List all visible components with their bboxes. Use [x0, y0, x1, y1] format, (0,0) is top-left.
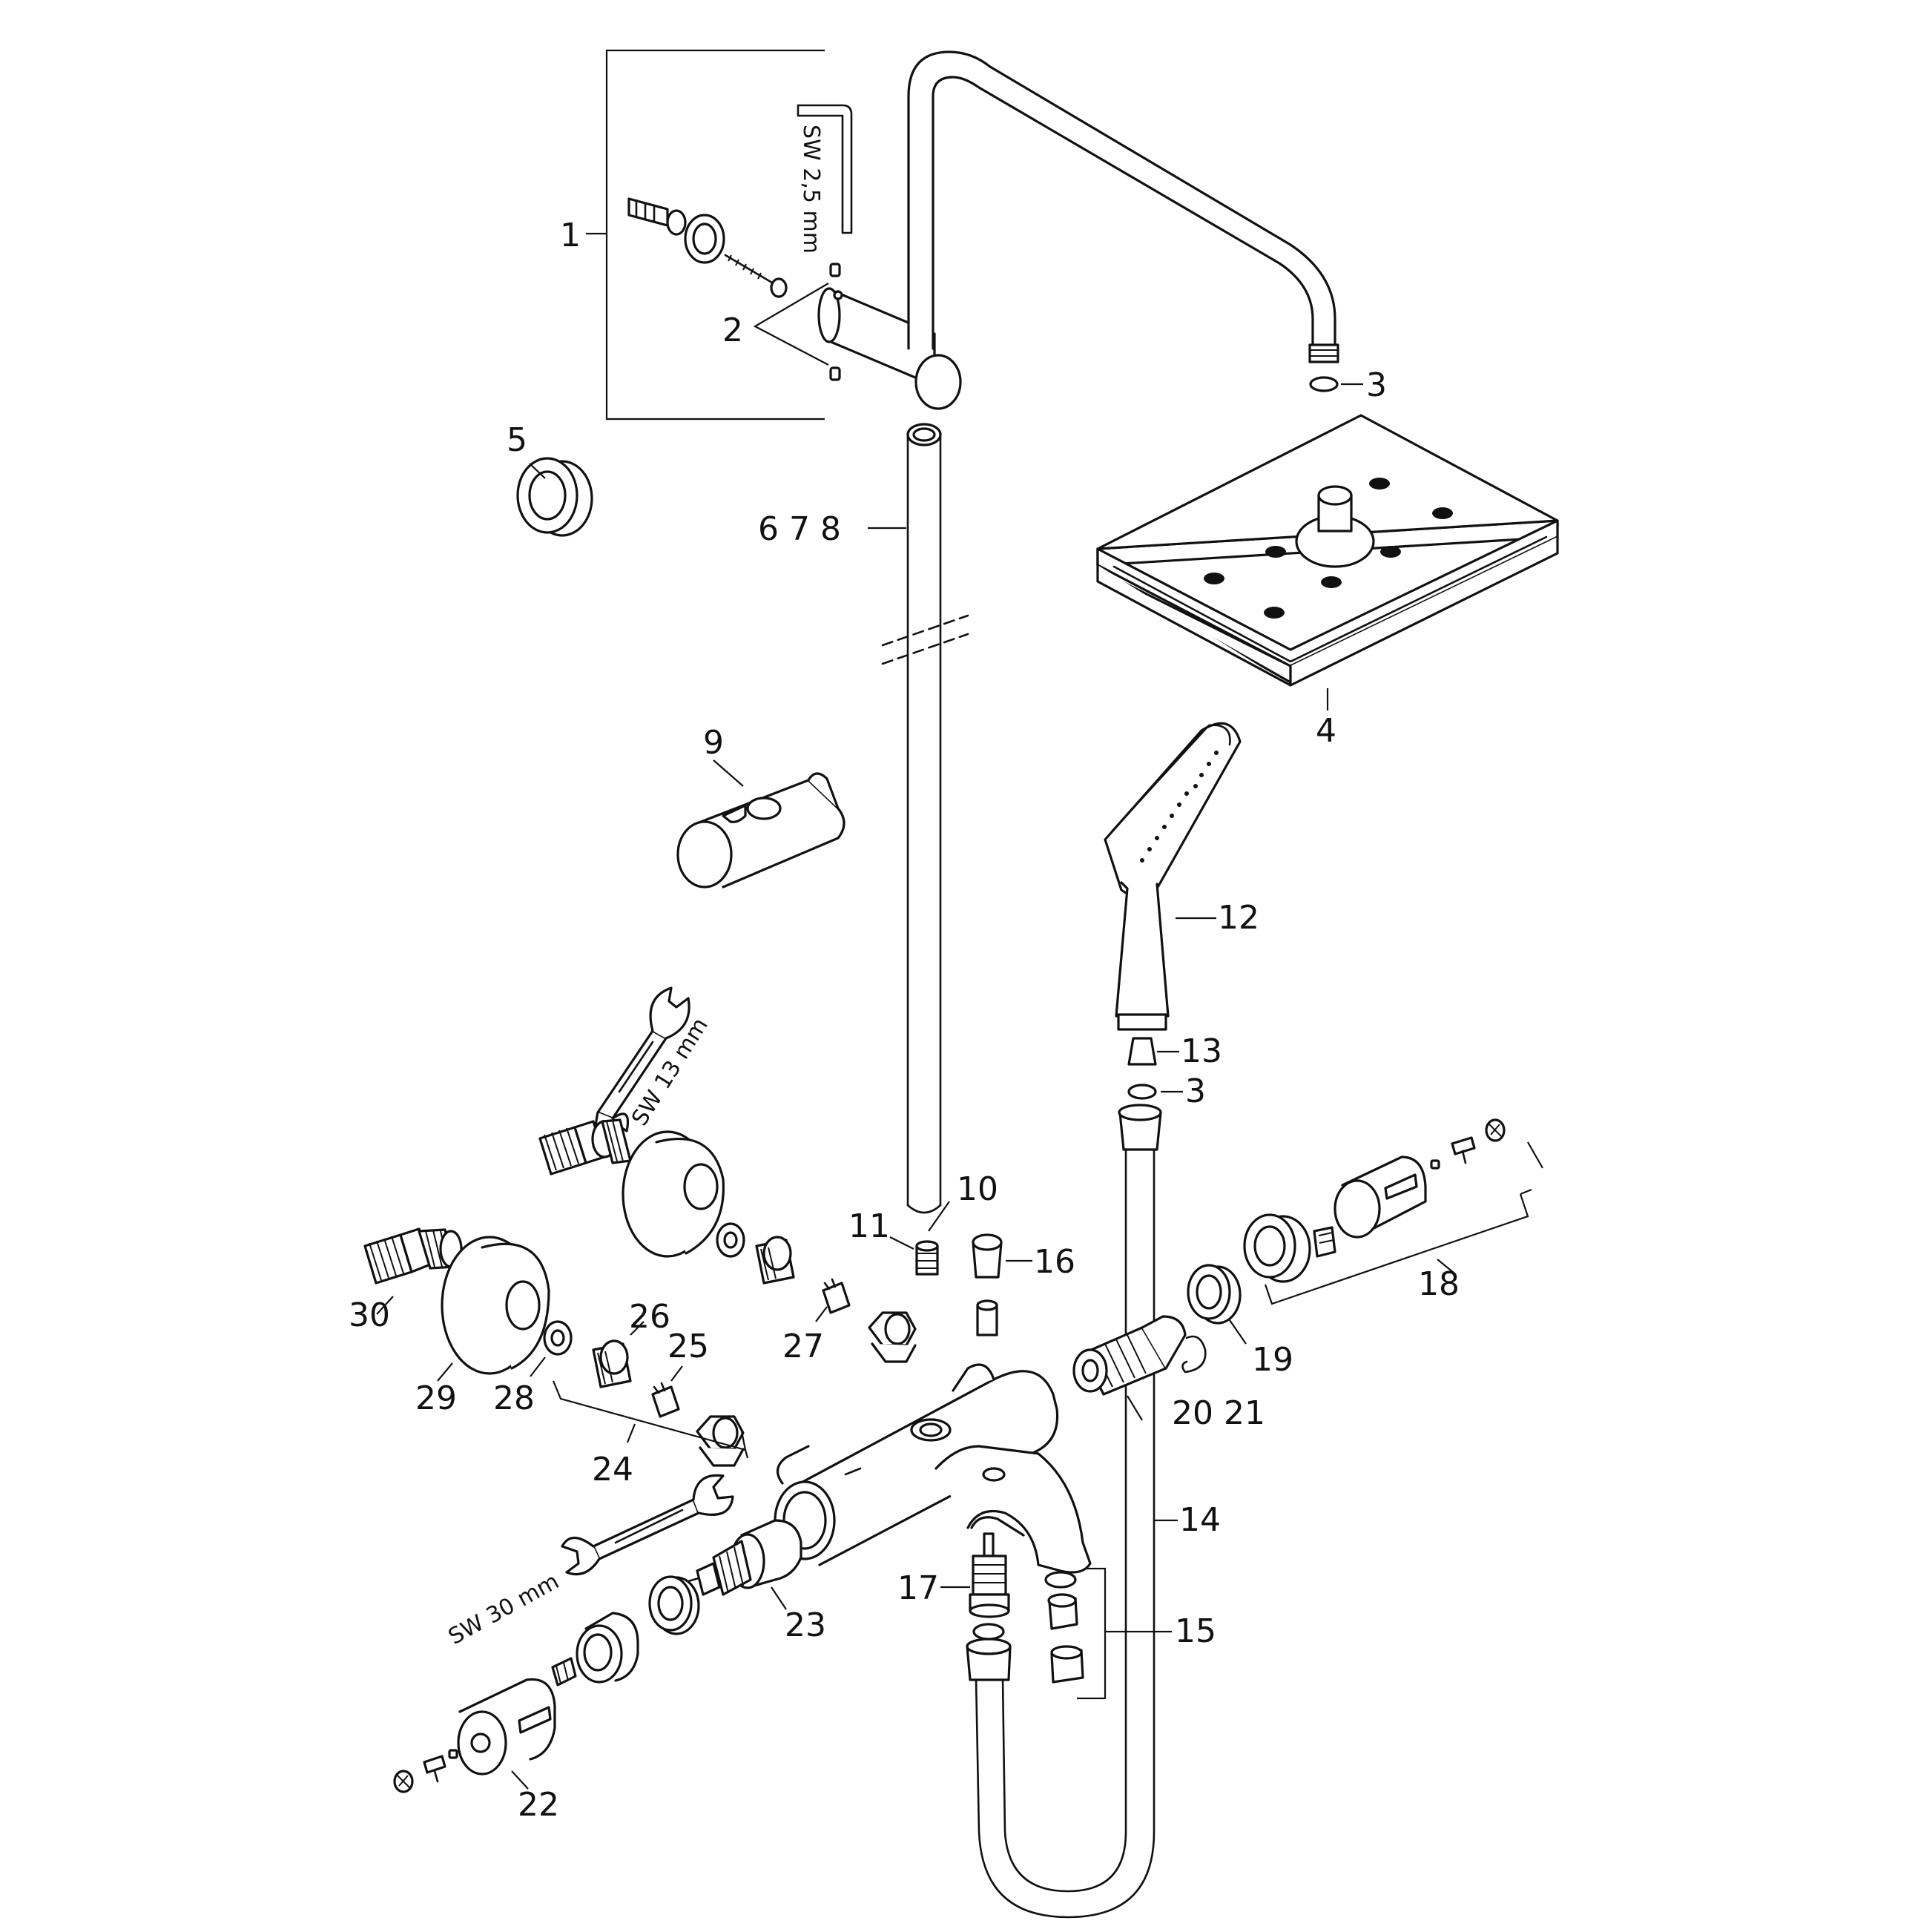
bracket-item-1 [586, 49, 825, 421]
label-22: 22 [518, 1786, 559, 1824]
overhead-shower-arm [817, 50, 1339, 410]
thermostat-body [774, 1363, 1092, 1574]
label-27: 27 [782, 1328, 824, 1365]
spray-nozzles-icon [1140, 751, 1219, 863]
washer-28 [530, 1320, 573, 1377]
hose-nut-icon [966, 1638, 1012, 1681]
label-17: 17 [897, 1569, 939, 1607]
retaining-ring-left [648, 1575, 700, 1635]
label-19: 19 [1252, 1341, 1293, 1379]
fitting-26 [592, 1321, 645, 1388]
wall-anchor-icon [627, 197, 725, 264]
thermostat-cartridge-20 [1072, 1315, 1207, 1421]
label-25: 25 [667, 1328, 709, 1365]
bracket-item-24 [552, 1380, 749, 1459]
label-3-middle: 3 [1185, 1072, 1206, 1110]
washer-upper [716, 1222, 745, 1258]
wall-rosette-5 [516, 457, 593, 537]
label-18: 18 [1418, 1265, 1460, 1303]
handle-22 [393, 1612, 639, 1793]
label-23: 23 [785, 1606, 826, 1644]
o-ring-3-middle [1127, 1084, 1183, 1100]
wrench-30-label: SW 30 mm [444, 1569, 564, 1650]
overhead-shower-plate [1096, 414, 1559, 711]
label-28: 28 [493, 1379, 535, 1417]
diverter-cartridge-17 [940, 1532, 1010, 1641]
label-26: 26 [629, 1298, 670, 1336]
label-12: 12 [1218, 899, 1259, 937]
label-10: 10 [957, 1170, 998, 1208]
retaining-ring-19 [1187, 1264, 1247, 1345]
hex-key-label: SW 2,5 mm [798, 125, 824, 254]
check-valve-25 [651, 1365, 683, 1418]
label-1: 1 [560, 217, 581, 254]
shower-hose-14 [975, 1104, 1178, 1919]
cap-16 [972, 1233, 1032, 1336]
label-14: 14 [1179, 1501, 1221, 1539]
rosette-upper [622, 1130, 725, 1258]
label-11: 11 [848, 1207, 890, 1245]
label-3-top: 3 [1366, 366, 1387, 404]
o-ring-3-top [1309, 376, 1363, 392]
part-labels: 1 2 3 4 5 6 7 8 9 10 11 12 13 3 14 15 16… [349, 217, 1460, 1824]
rosette-29 [437, 1236, 550, 1382]
fitting-10-11 [889, 1201, 950, 1276]
grub-screw-icon [753, 263, 841, 381]
thermostat-cartridge-23 [666, 1519, 802, 1610]
hose-nipple-13 [1127, 1037, 1179, 1066]
label-6-7-8: 6 7 8 [758, 510, 841, 548]
nut-upper [868, 1311, 917, 1363]
label-16: 16 [1034, 1243, 1075, 1281]
aerator-parts-15 [1044, 1567, 1172, 1700]
slider-9 [676, 759, 845, 888]
s-union-threads-upper [601, 1118, 632, 1164]
fitting-upper [755, 1236, 795, 1285]
label-2: 2 [722, 311, 743, 349]
nut-lower [696, 1415, 745, 1467]
screw-icon [724, 254, 788, 298]
label-29: 29 [415, 1379, 457, 1417]
hex-key-icon: SW 2,5 mm [797, 104, 853, 254]
riser-pipe [868, 423, 969, 1214]
label-30: 30 [349, 1296, 390, 1334]
label-24: 24 [592, 1451, 633, 1488]
label-13: 13 [1181, 1032, 1222, 1070]
label-15: 15 [1175, 1612, 1216, 1650]
label-9: 9 [703, 724, 724, 762]
label-5: 5 [507, 421, 527, 459]
handle-group-18 [1243, 1118, 1543, 1305]
hand-shower-12 [1104, 722, 1242, 1031]
label-4: 4 [1316, 712, 1336, 750]
check-valve-27 [815, 1278, 851, 1322]
label-20-21: 20 21 [1172, 1394, 1265, 1432]
